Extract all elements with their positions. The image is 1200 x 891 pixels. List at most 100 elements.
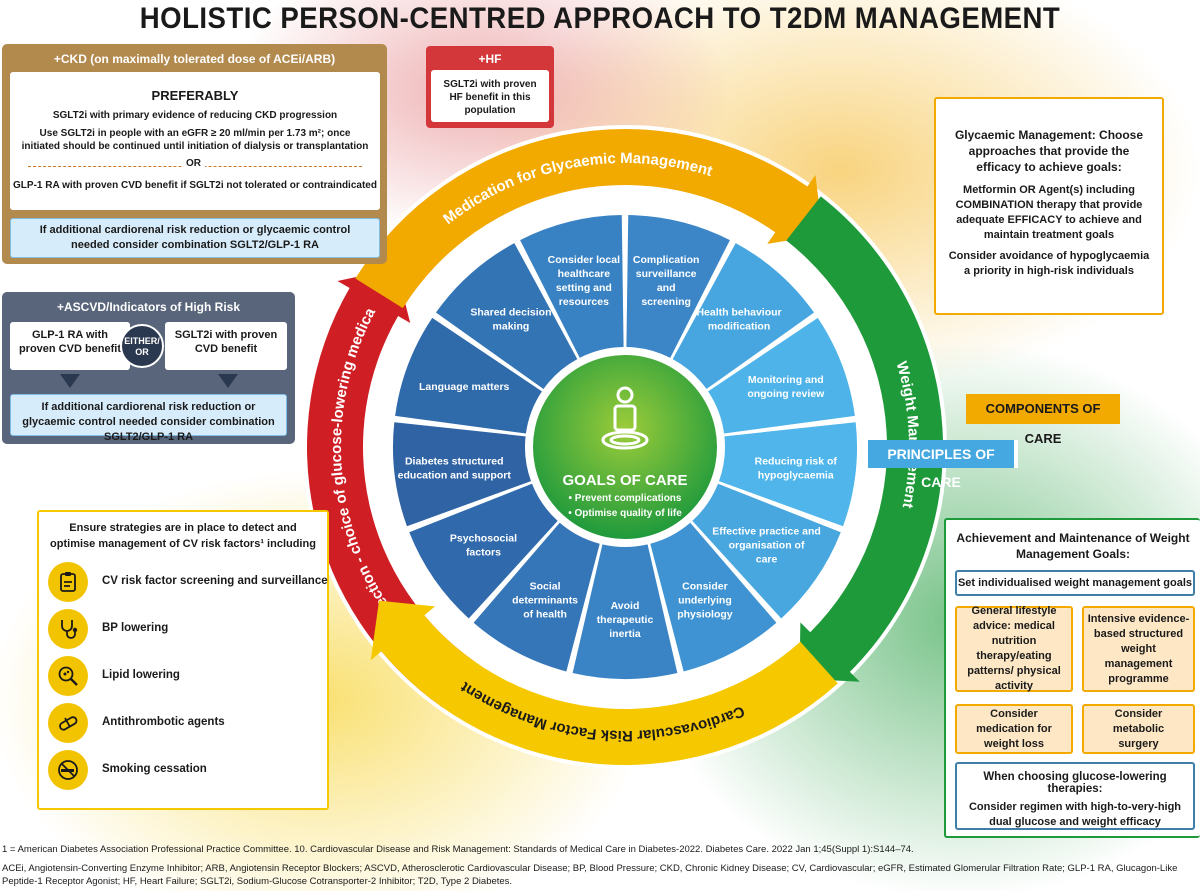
weight-choosing-box: When choosing glucose-lowering therapies… (955, 762, 1195, 830)
wheel-wedge-label: underlying (678, 594, 732, 606)
wheel-wedge (672, 243, 815, 390)
weight-choosing: When choosing glucose-lowering therapies… (983, 771, 1167, 795)
page-title: HOLISTIC PERSON-CENTRED APPROACH TO T2DM… (139, 2, 1061, 35)
stethoscope-icon (48, 609, 88, 649)
weight-intensive-box: Intensive evidence-based structured weig… (1082, 606, 1195, 692)
wheel-wedge-label: Social (530, 580, 561, 592)
wheel-wedge (718, 422, 857, 527)
wheel-wedge-label: determinants (512, 594, 578, 606)
wheel-wedge (520, 215, 624, 358)
wheel-wedge (409, 483, 558, 619)
weight-lifestyle-box: General lifestyle advice: medical nutrit… (955, 605, 1073, 692)
wheel-wedge-label: education and support (398, 470, 512, 482)
ckd-combo: If additional cardiorenal risk reduction… (10, 218, 380, 258)
arrow-down-icon (218, 374, 238, 388)
person-icon (601, 386, 649, 450)
goals-item: • Prevent complications (569, 493, 682, 504)
wheel-wedge-label: Language matters (419, 381, 510, 393)
wheel-wedge-label: Monitoring and (748, 374, 824, 386)
wheel-wedge-label: Reducing risk of (755, 456, 838, 468)
weight-surgery-box: Consider metabolic surgery (1082, 704, 1195, 754)
cv-intro: Ensure strategies are in place to detect… (50, 522, 316, 550)
wheel-wedge-label: healthcare (558, 268, 611, 280)
ckd-body: PREFERABLY SGLT2i with primary evidence … (10, 72, 380, 210)
ring-segment (370, 600, 838, 765)
wheel-wedge (395, 317, 542, 434)
wheel-wedge (626, 215, 730, 358)
weight-regimen: Consider regimen with high-to-very-high … (968, 801, 1182, 828)
hf-body: SGLT2i with proven HF benefit in this po… (431, 70, 549, 122)
cv-item-label: Smoking cessation (102, 763, 207, 775)
wheel-wedge-label: Psychosocial (450, 533, 517, 545)
arrow-down-icon (60, 374, 80, 388)
hf-header: +HF (478, 52, 502, 66)
wheel-wedge-label: making (493, 320, 530, 332)
wheel-wedge-label: care (756, 554, 778, 566)
weight-title: Achievement and Maintenance of Weight Ma… (956, 531, 1190, 561)
wheel-wedge-label: hypoglycaemia (758, 470, 834, 482)
ascvd-either-or: EITHER/ OR (120, 324, 164, 368)
wheel-wedge-label: Avoid (611, 600, 640, 612)
wheel-wedge-label: Complication (633, 254, 700, 266)
wheel-wedge (572, 544, 678, 679)
wheel-wedge (393, 422, 532, 527)
wheel-wedge-label: of health (523, 608, 567, 620)
ascvd-combo: If additional cardiorenal risk reduction… (10, 394, 287, 443)
goals-item: • Optimise quality of life (568, 508, 682, 519)
wheel-wedge-label: organisation of (729, 540, 805, 552)
ckd-line1: SGLT2i with primary evidence of reducing… (52, 110, 338, 121)
glycaemic-panel: Glycaemic Management: Choose approaches … (934, 97, 1164, 315)
cv-item-label: Antithrombotic agents (102, 716, 225, 728)
weight-goals-box: Set individualised weight management goa… (955, 570, 1195, 596)
wheel-wedge-label: Shared decision (470, 306, 551, 318)
glycaemic-body2: Consider avoidance of hypoglycaemia a pr… (948, 250, 1150, 277)
magnifier-icon (48, 656, 88, 696)
wheel-wedge-label: resources (559, 296, 609, 308)
ckd-header: +CKD (on maximally tolerated dose of ACE… (53, 52, 336, 66)
cv-item-label: CV risk factor screening and surveillanc… (102, 575, 328, 587)
wheel-wedge-label: Diabetes structured (405, 456, 504, 468)
wheel-wedge-label: and (657, 282, 676, 294)
no-smoking-icon (48, 750, 88, 790)
wheel-wedge-label: physiology (677, 608, 733, 620)
wheel-wedge-label: ongoing review (747, 388, 825, 400)
wheel-wedge-label: setting and (556, 282, 612, 294)
wheel-wedge-label: inertia (609, 628, 641, 640)
wheel-wedge (650, 522, 777, 672)
wheel-wedge (708, 317, 855, 434)
ckd-preferably: PREFERABLY (151, 88, 239, 103)
components-label: COMPONENTS OF CARE (966, 394, 1120, 446)
ascvd-left: GLP-1 RA with proven CVD benefit (10, 322, 130, 370)
cv-item-label: Lipid lowering (102, 669, 180, 681)
goals-title: GOALS OF CARE (562, 472, 687, 489)
wheel-wedge-label: screening (641, 296, 691, 308)
wheel-wedge-label: surveillance (636, 268, 697, 280)
wheel-wedge (435, 243, 578, 390)
wheel-wedge-label: Consider (682, 580, 728, 592)
ckd-or: OR (182, 157, 205, 170)
ring-segment (355, 128, 823, 309)
abbreviations: ACEi, Angiotensin-Converting Enzyme Inhi… (2, 863, 1178, 887)
wheel-wedge-label: therapeutic (597, 614, 654, 626)
wheel-wedge (692, 483, 841, 619)
wheel-wedge-label: modification (708, 320, 770, 332)
pill-icon (48, 703, 88, 743)
clipboard-icon (48, 562, 88, 602)
glycaemic-title: Glycaemic Management: Choose approaches … (954, 128, 1144, 174)
ckd-line3: GLP-1 RA with proven CVD benefit if SGLT… (13, 180, 377, 191)
wheel-wedge (473, 522, 600, 672)
cv-item-label: BP lowering (102, 622, 169, 634)
wheel-wedge-label: Health behaviour (696, 306, 781, 318)
footnote: 1 = American Diabetes Association Profes… (2, 844, 914, 855)
ckd-line2: Use SGLT2i in people with an eGFR ≥ 20 m… (21, 128, 369, 152)
ascvd-right: SGLT2i with proven CVD benefit (165, 322, 287, 370)
ring-segment (306, 268, 475, 708)
wheel-wedge-label: Effective practice and (712, 526, 821, 538)
ring-segment (786, 196, 943, 682)
principles-label: PRINCIPLES OF CARE (868, 440, 1018, 490)
wheel-wedge-label: factors (466, 547, 501, 559)
glycaemic-body1: Metformin OR Agent(s) including COMBINAT… (955, 184, 1143, 241)
wheel-wedge-label: Consider local (548, 254, 620, 266)
weight-medication-box: Consider medication for weight loss (955, 704, 1073, 754)
ascvd-header: +ASCVD/Indicators of High Risk (56, 300, 241, 314)
